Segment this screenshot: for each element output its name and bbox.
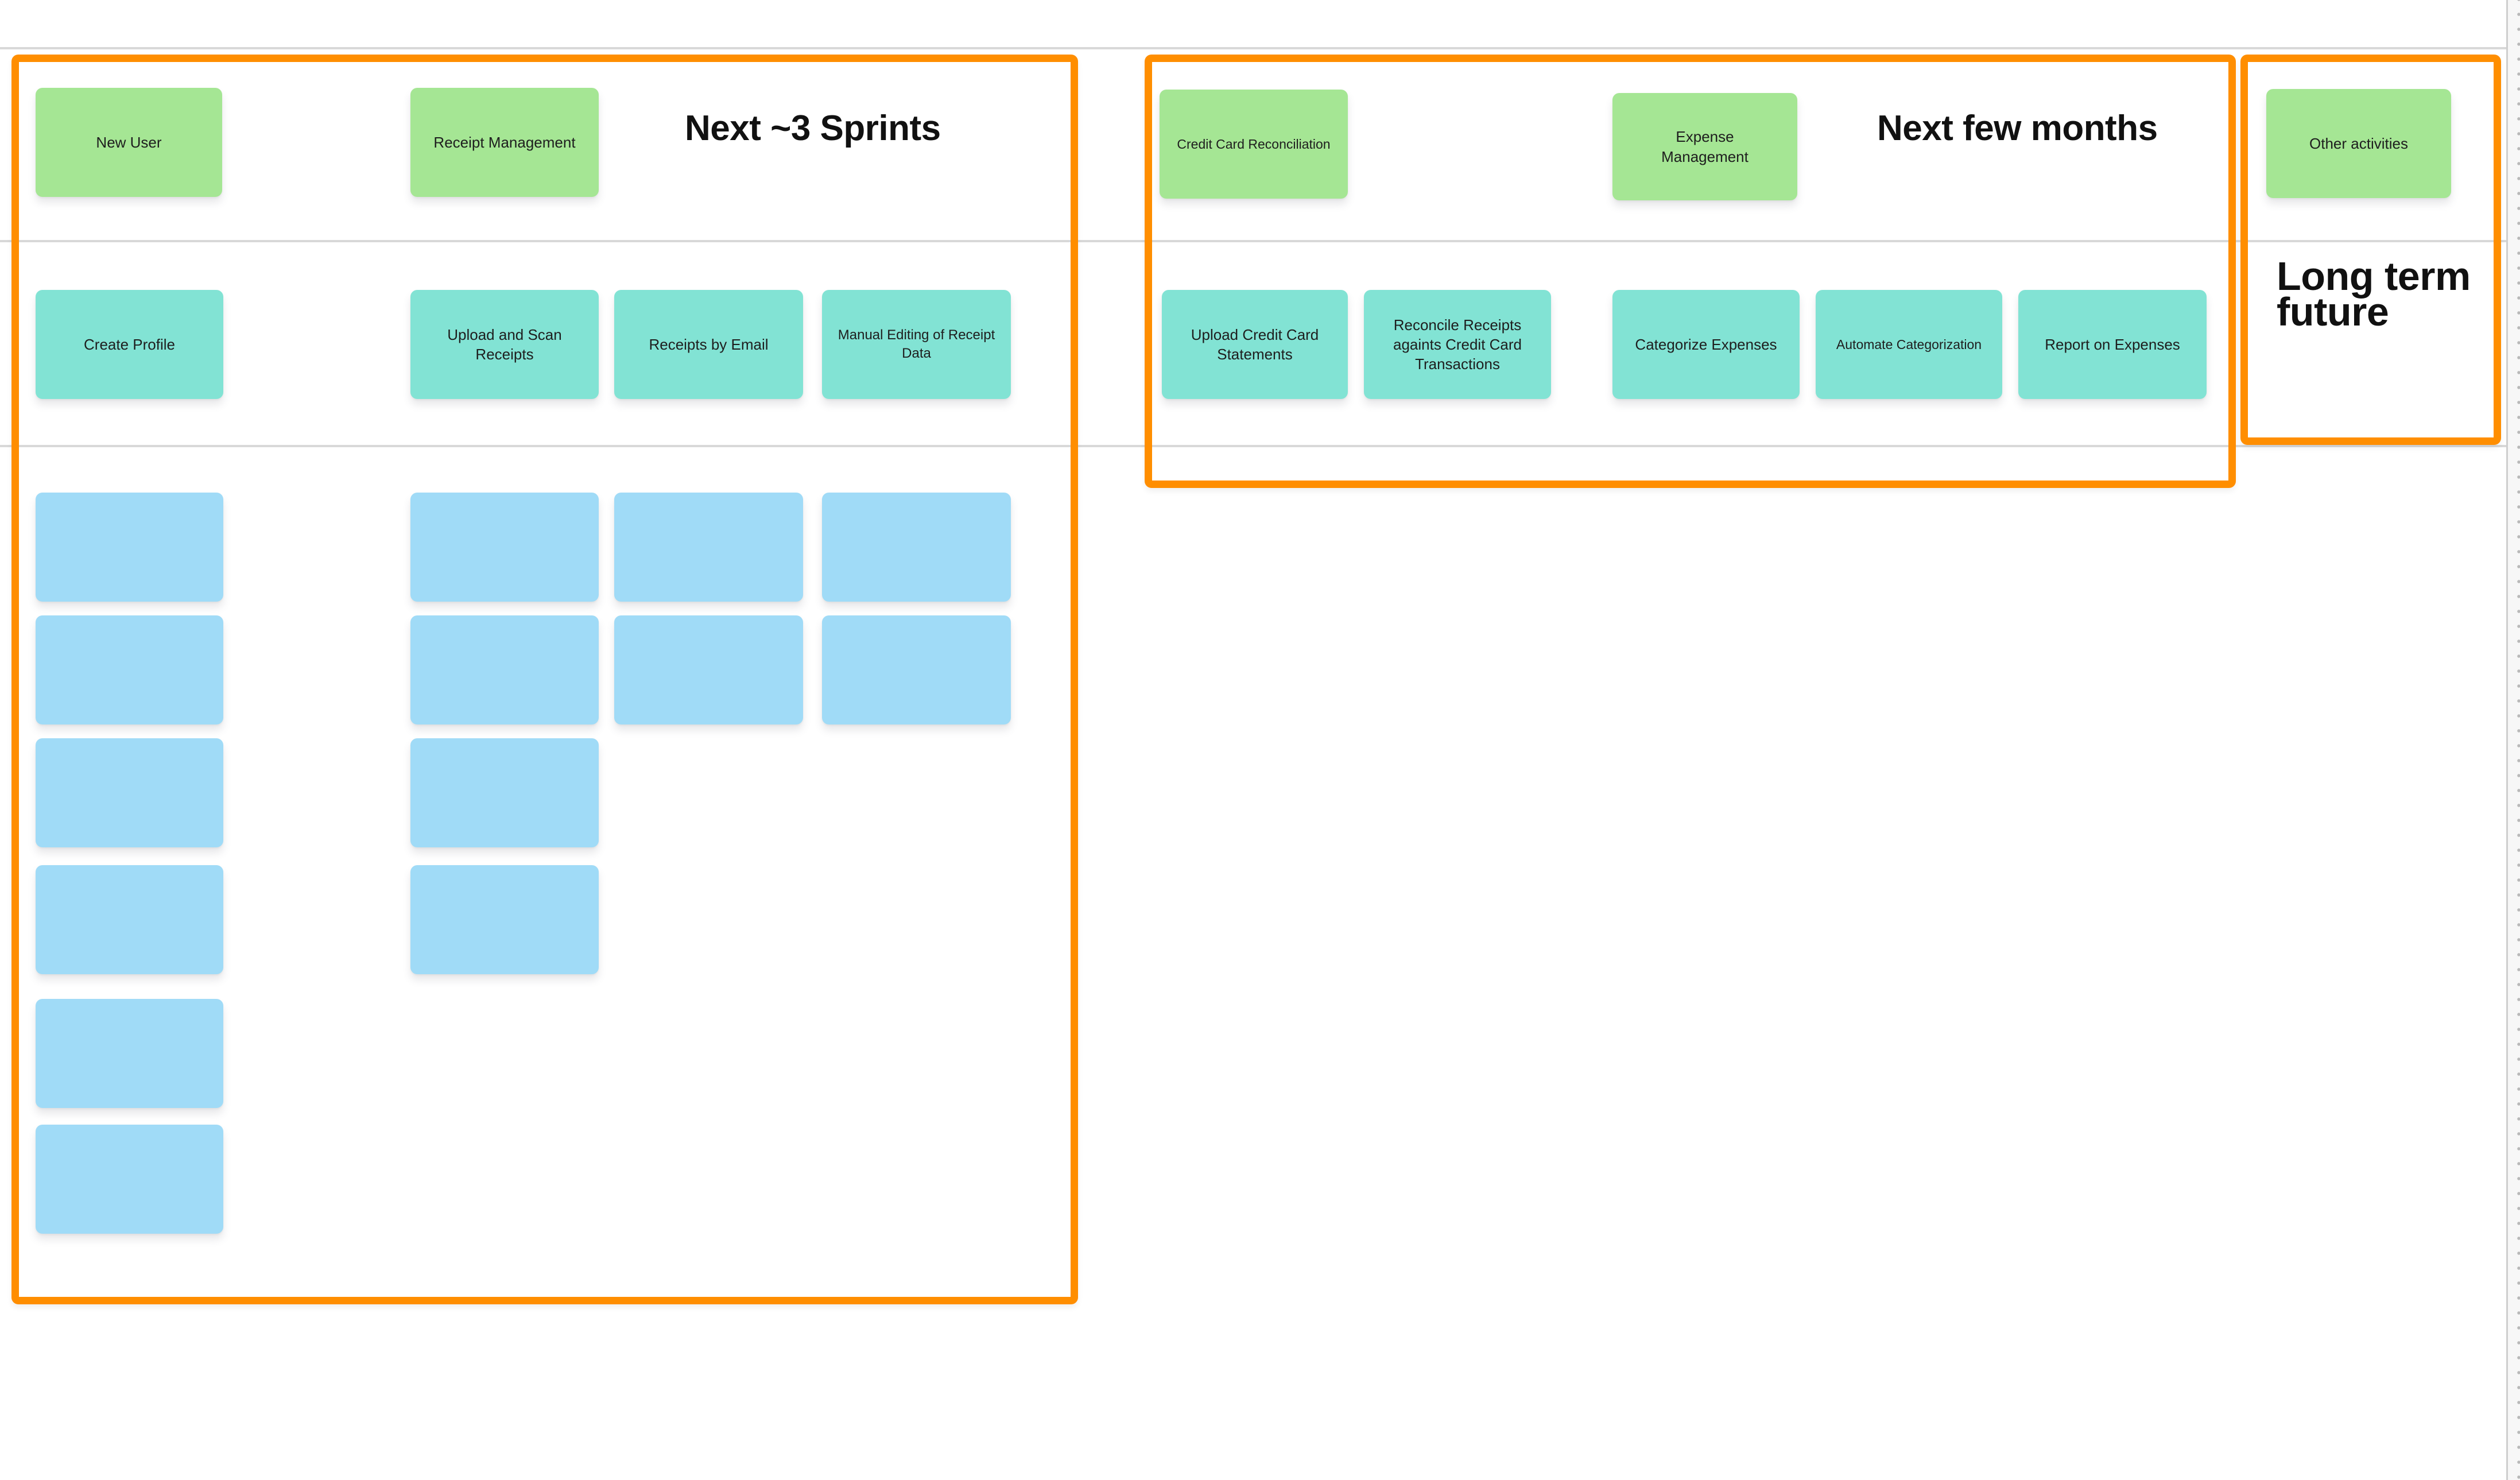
task-note-manual-editing-of-receipt-data[interactable]: Manual Editing of Receipt Data: [822, 290, 1011, 399]
frame-row-divider-1: [0, 240, 2506, 242]
task-note-reconcile-receipts[interactable]: Reconcile Receipts againts Credit Card T…: [1364, 290, 1551, 399]
empty-story-note[interactable]: [822, 493, 1011, 602]
task-note-receipts-by-email[interactable]: Receipts by Email: [614, 290, 803, 399]
task-note-label: Automate Categorization: [1836, 336, 1982, 352]
task-note-label: Reconcile Receipts againts Credit Card T…: [1393, 316, 1522, 373]
task-note-label: Receipts by Email: [649, 335, 769, 353]
task-note-upload-credit-card-statements[interactable]: Upload Credit Card Statements: [1162, 290, 1348, 399]
section-frame-next-3-sprints[interactable]: [11, 55, 1078, 1304]
empty-story-note[interactable]: [410, 738, 599, 847]
activity-note-other-activities[interactable]: Other activities: [2266, 89, 2451, 198]
empty-story-note[interactable]: [614, 493, 803, 602]
activity-note-label: Receipt Management: [433, 133, 576, 151]
activity-note-label: Credit Card Reconciliation: [1177, 136, 1331, 152]
task-note-automate-categorization[interactable]: Automate Categorization: [1816, 290, 2002, 399]
task-note-categorize-expenses[interactable]: Categorize Expenses: [1612, 290, 1800, 399]
activity-note-label: Other activities: [2309, 134, 2408, 152]
frame-row-divider-2: [0, 445, 2506, 447]
empty-story-note[interactable]: [36, 865, 223, 974]
task-note-label: Create Profile: [84, 335, 175, 353]
empty-story-note[interactable]: [614, 615, 803, 724]
empty-story-note[interactable]: [410, 865, 599, 974]
activity-note-label: New User: [96, 133, 162, 151]
task-note-label: Report on Expenses: [2045, 335, 2180, 353]
frame-top-grid-line: [0, 47, 2506, 49]
activity-note-new-user[interactable]: New User: [36, 88, 222, 197]
empty-story-note[interactable]: [822, 615, 1011, 724]
canvas-dot-grid-edge: [2506, 0, 2520, 1480]
activity-note-receipt-management[interactable]: Receipt Management: [410, 88, 599, 197]
task-note-report-on-expenses[interactable]: Report on Expenses: [2018, 290, 2207, 399]
section-frame-long-term-future[interactable]: [2240, 55, 2501, 445]
task-note-label: Categorize Expenses: [1635, 335, 1777, 353]
task-note-label: Upload and Scan Receipts: [447, 326, 562, 363]
activity-note-credit-card-reconciliation[interactable]: Credit Card Reconciliation: [1160, 90, 1348, 199]
empty-story-note[interactable]: [36, 1125, 223, 1234]
task-note-label: Upload Credit Card Statements: [1191, 326, 1319, 363]
task-note-upload-and-scan-receipts[interactable]: Upload and Scan Receipts: [410, 290, 599, 399]
empty-story-note[interactable]: [36, 999, 223, 1108]
empty-story-note[interactable]: [410, 493, 599, 602]
empty-story-note[interactable]: [36, 738, 223, 847]
empty-story-note[interactable]: [36, 493, 223, 602]
header-next-few-months[interactable]: Next few months: [1877, 109, 2158, 148]
empty-story-note[interactable]: [36, 615, 223, 724]
section-frame-next-few-months[interactable]: [1145, 55, 2236, 488]
header-long-term-future[interactable]: Long term future: [2277, 254, 2471, 334]
task-note-create-profile[interactable]: Create Profile: [36, 290, 223, 399]
task-note-label: Manual Editing of Receipt Data: [838, 327, 995, 361]
activity-note-label: Expense Management: [1661, 128, 1749, 165]
activity-note-expense-management[interactable]: Expense Management: [1612, 93, 1797, 200]
empty-story-note[interactable]: [410, 615, 599, 724]
header-next-3-sprints[interactable]: Next ~3 Sprints: [685, 109, 941, 148]
